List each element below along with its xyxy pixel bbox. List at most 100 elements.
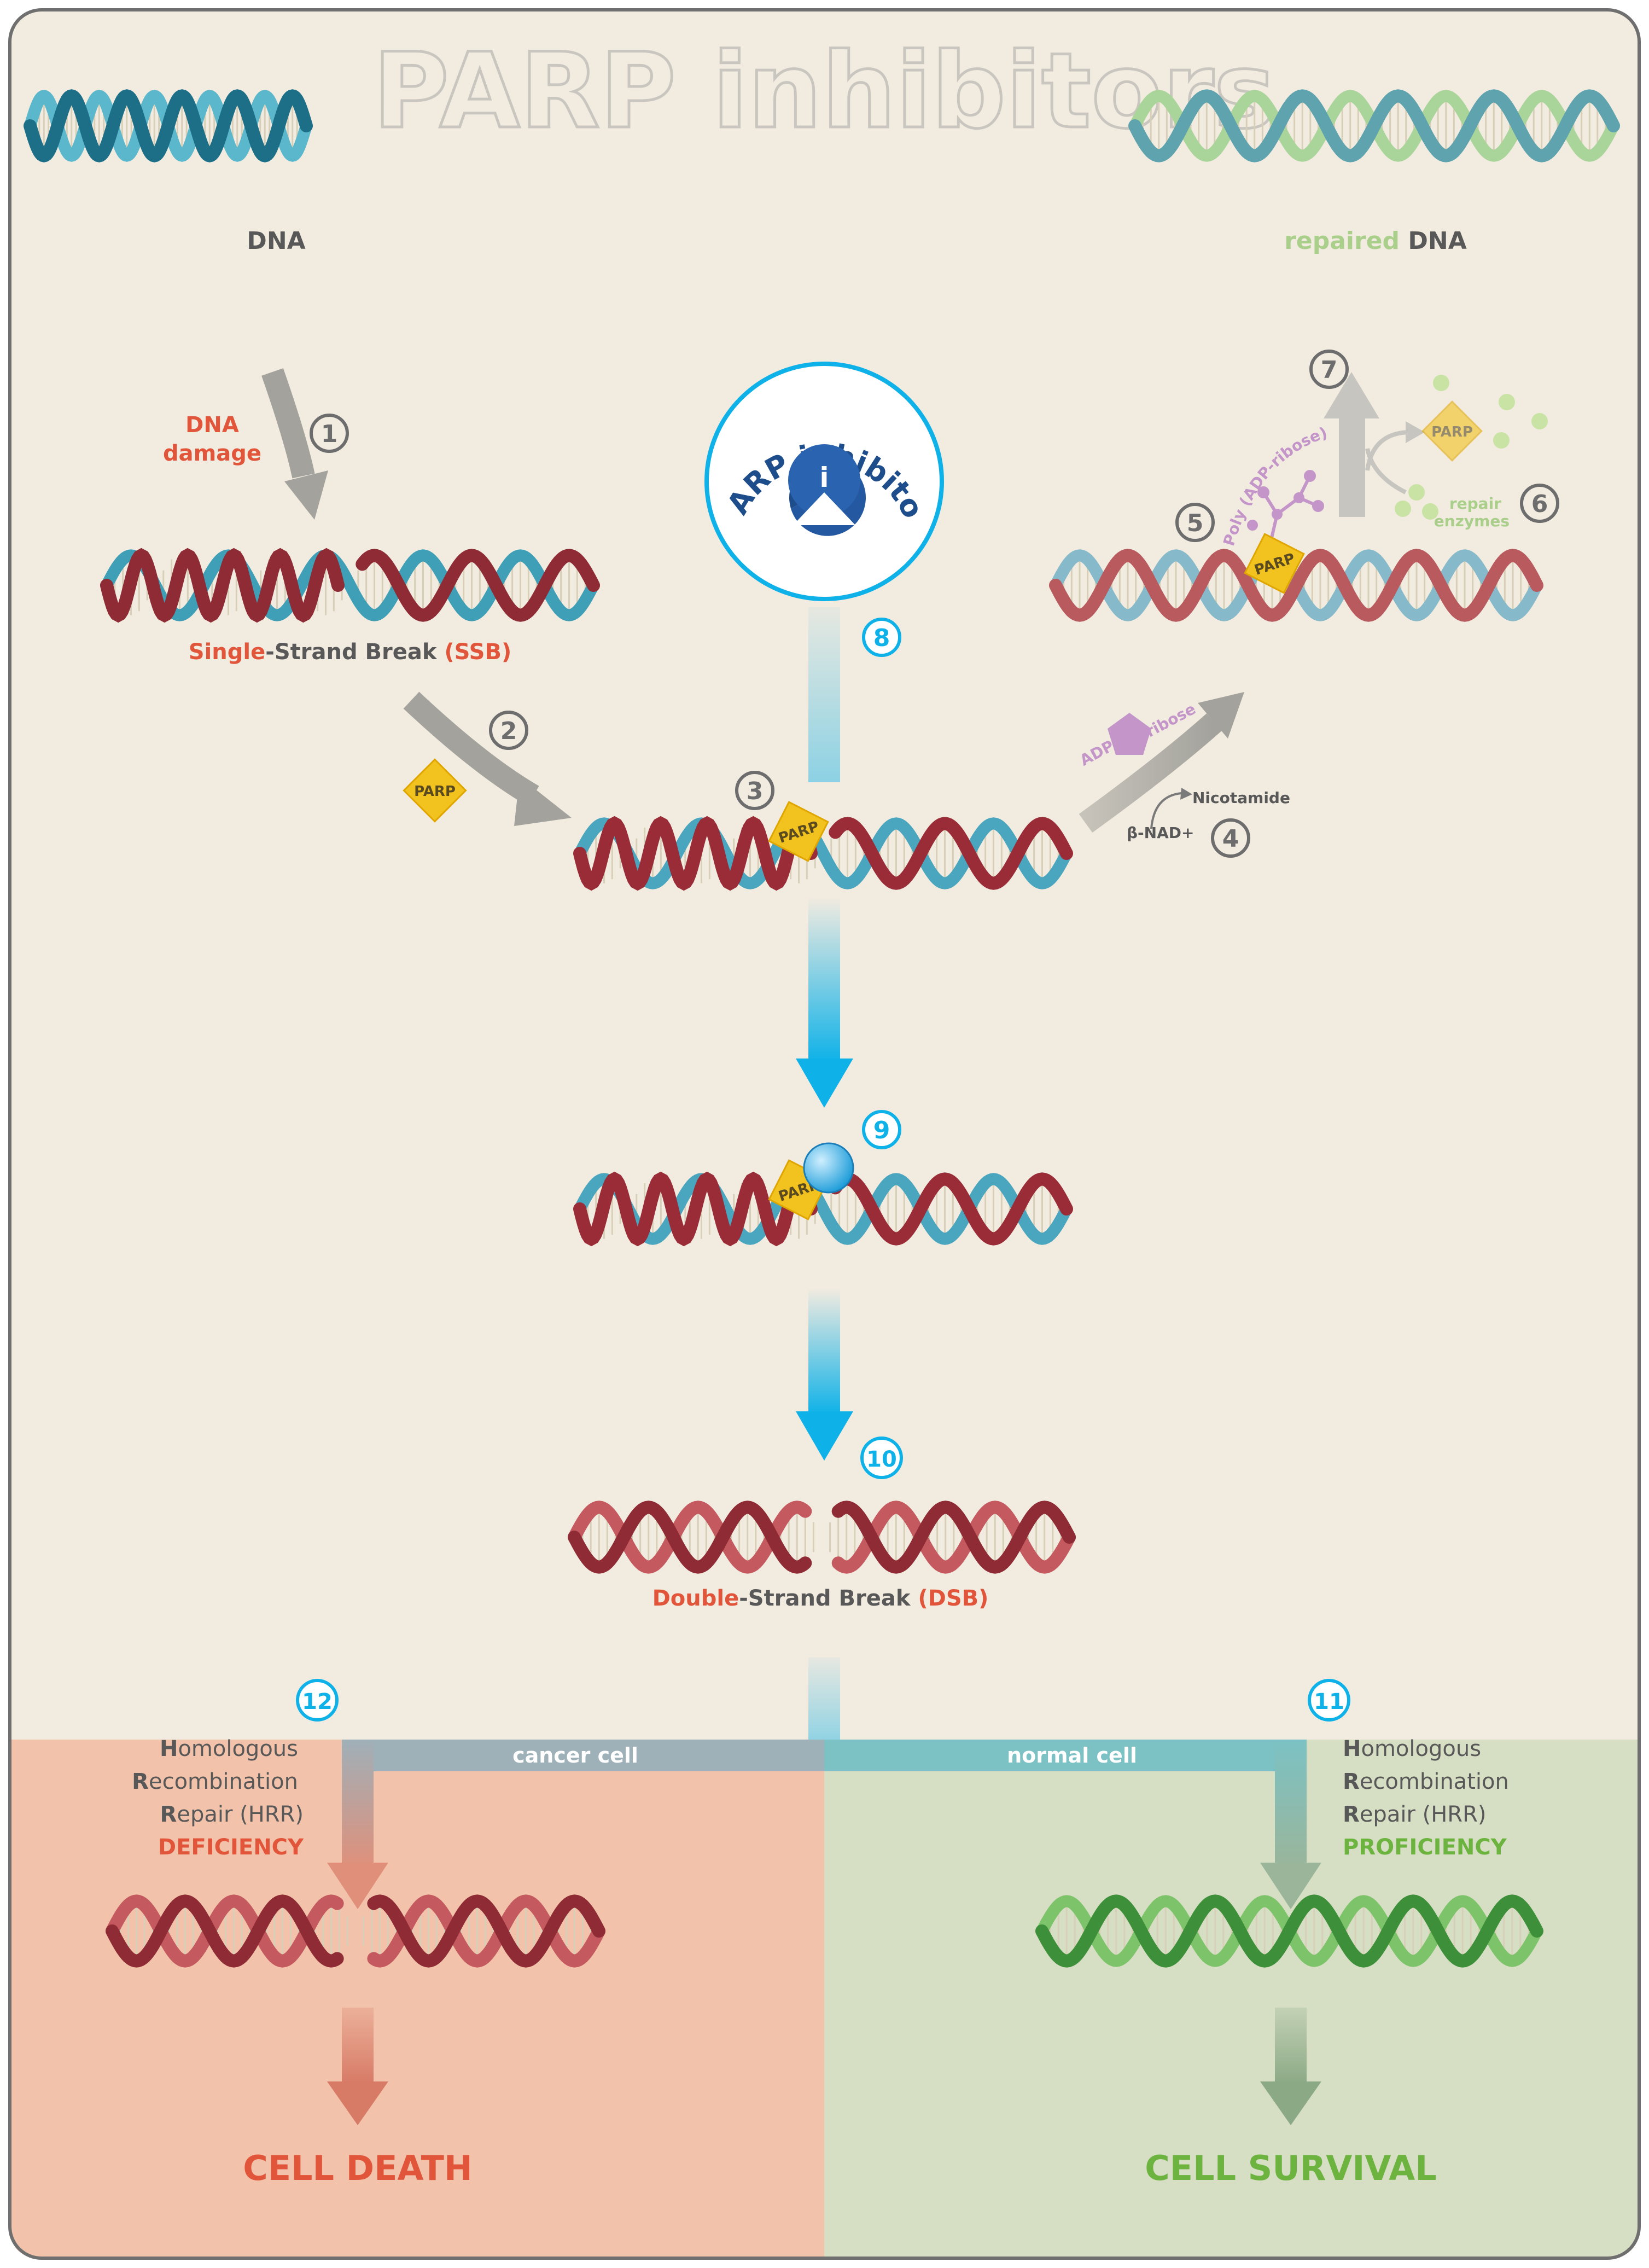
helix-strand-a-left: [100, 548, 345, 623]
svg-text:1: 1: [321, 420, 338, 448]
step-1-badge: 1: [310, 414, 349, 453]
svg-text:7: 7: [1321, 356, 1338, 384]
blue-arrowhead-1: [796, 1059, 853, 1108]
repair-enzymes-label-1: repair: [1449, 495, 1501, 513]
dna-damage-label-1: DNA: [185, 412, 239, 438]
repair-enzymes-label-2: enzymes: [1434, 512, 1510, 530]
parp-inhibitor-pacman-icon: i: [788, 444, 866, 536]
blue-arrow-shaft-1: [808, 897, 840, 1061]
pentagon-icon: [1108, 713, 1151, 755]
svg-text:11: 11: [1314, 1689, 1344, 1714]
svg-text:12: 12: [302, 1689, 333, 1714]
parylation-arrowhead: [1198, 692, 1244, 738]
dna-helix-original: [24, 89, 313, 162]
enzyme-join-curve: [1365, 448, 1407, 495]
dna-label: DNA: [247, 227, 305, 255]
helix-strand-a: [1049, 549, 1543, 622]
cell-survival-zone: [824, 1740, 1639, 2258]
dna-damage-arrowhead: [284, 470, 328, 520]
svg-text:PROFICIENCY: PROFICIENCY: [1343, 1835, 1507, 1860]
dna-helix-parp-bound: [573, 816, 1073, 891]
helix-strand-a-right: [367, 1894, 605, 1968]
green-dot-icon: [1531, 413, 1548, 429]
svg-text:PARP: PARP: [414, 783, 456, 800]
parp-diamond-icon: PARP: [403, 758, 467, 823]
beta-nad-label: β-NAD+: [1127, 824, 1194, 842]
nicotamide-curve: [1150, 792, 1182, 829]
cancer-cell-down: [342, 1740, 374, 1868]
parp-repair-icon: PARP: [1244, 533, 1305, 594]
cell-death-zone: [10, 1740, 824, 2258]
cell-death-arrowhead: [327, 2081, 388, 2125]
step-12-badge: 12: [296, 1679, 339, 1722]
normal-cell-label: normal cell: [1007, 1743, 1137, 1767]
cell-survival-arrow-shaft: [1275, 2008, 1307, 2084]
svg-text:9: 9: [873, 1116, 890, 1144]
helix-strand-a-right: [829, 817, 1073, 890]
green-dot-icon: [1493, 432, 1510, 449]
green-dot-icon: [1395, 501, 1411, 517]
svg-text:Homologous: Homologous: [1343, 1736, 1481, 1761]
svg-text:8: 8: [873, 624, 890, 652]
helix-strand-b-right: [367, 1894, 605, 1968]
svg-text:Repair (HRR): Repair (HRR): [1343, 1802, 1486, 1827]
parp-released-icon: PARP: [1421, 400, 1483, 462]
dna-helix-repaired-by-hrr: [1035, 1894, 1543, 1968]
normal-cell-down: [1275, 1740, 1307, 1868]
green-dot-icon: [1433, 375, 1449, 391]
parp-release-curve: [1365, 430, 1412, 471]
svg-text:6: 6: [1531, 490, 1548, 518]
dna-damage-arrow: [261, 368, 315, 479]
normal-cell-branch: [824, 1740, 1307, 1771]
cell-survival-label: CELL SURVIVAL: [1145, 2148, 1437, 2188]
parp-release-arrowhead: [1406, 421, 1425, 443]
inhibitor-stem: [808, 607, 840, 782]
dna-damage-label-2: damage: [163, 441, 261, 466]
helix-strand-b: [574, 1173, 1073, 1245]
repair-arrowhead: [1324, 372, 1379, 418]
helix-strand-a-left: [573, 1171, 818, 1247]
cell-death-arrow-shaft: [342, 2008, 374, 2084]
helix-strand-a: [24, 89, 313, 162]
helix-strand-a-right: [356, 549, 600, 622]
svg-text:Recombination: Recombination: [1343, 1769, 1509, 1794]
green-dot-icon: [1499, 394, 1515, 410]
dna-helix-single-strand-break: [100, 548, 600, 623]
step-4-badge: 4: [1211, 818, 1250, 858]
helix-strand-a: [1128, 89, 1620, 162]
branched-chain-icon: [1247, 470, 1324, 550]
svg-text:PARP: PARP: [1431, 424, 1473, 440]
svg-text:Recombination: Recombination: [132, 1769, 298, 1794]
blue-arrowhead-2: [796, 1411, 853, 1461]
step-6-badge: 6: [1520, 484, 1559, 523]
helix-strand-b-left: [568, 1501, 812, 1574]
svg-text:DEFICIENCY: DEFICIENCY: [158, 1835, 304, 1860]
helix-strand-a: [1035, 1894, 1543, 1968]
helix-strand-b: [101, 549, 599, 621]
cancer-cell-arrowhead: [327, 1863, 388, 1909]
branch-stem: [808, 1658, 840, 1745]
nicotamide-arrowhead: [1180, 788, 1192, 800]
helix-strand-a-left: [573, 816, 818, 891]
blue-arrow-shaft-2: [808, 1288, 840, 1414]
helix-strand-a-left: [106, 1894, 344, 1968]
dna-helix-being-repaired: [1049, 549, 1543, 622]
parylation-arrow: [1079, 713, 1222, 833]
green-dot-icon: [1408, 484, 1425, 501]
repair-enzymes-dots: [1395, 375, 1548, 520]
step-8-badge: 8: [862, 618, 901, 657]
dna-helix-parp-trapped: [573, 1171, 1073, 1247]
dna-helix-double-strand-break: [568, 1501, 1076, 1574]
green-dot-icon: [1422, 503, 1438, 520]
repaired-dna-label: repaired DNA: [1284, 227, 1467, 255]
step-2-badge: 2: [489, 711, 528, 750]
nicotamide-label: Nicotamide: [1192, 789, 1290, 807]
parp-bound-icon: PARP: [768, 801, 829, 862]
step-11-badge: 11: [1308, 1679, 1350, 1722]
svg-text:4: 4: [1222, 825, 1239, 853]
cancer-cell-label: cancer cell: [512, 1743, 638, 1767]
helix-strand-a-right: [831, 1501, 1076, 1574]
dna-helix-unrepaired: [106, 1894, 605, 1968]
